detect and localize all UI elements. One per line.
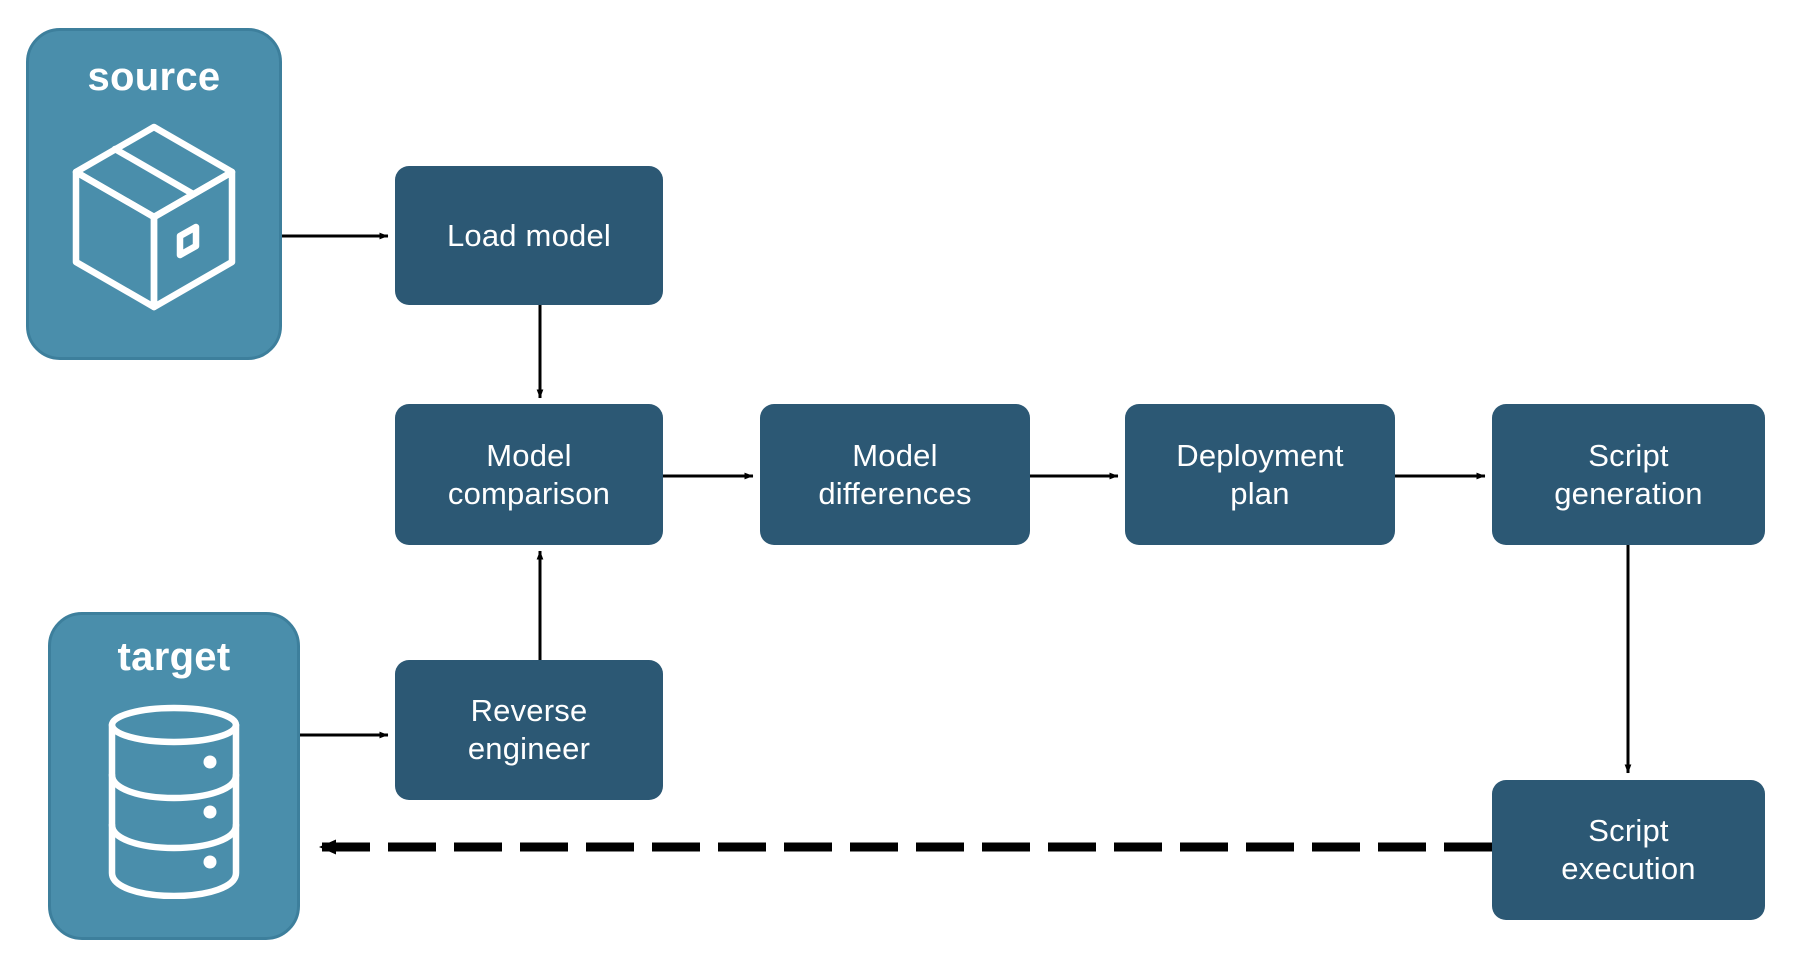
endpoint-source[interactable]: source [26, 28, 282, 360]
package-box-icon [64, 115, 244, 330]
node-reverse-engineer[interactable]: Reverse engineer [395, 660, 663, 800]
node-load-model[interactable]: Load model [395, 166, 663, 305]
node-script-generation[interactable]: Script generation [1492, 404, 1765, 545]
endpoint-target[interactable]: target [48, 612, 300, 940]
node-model-comparison[interactable]: Model comparison [395, 404, 663, 545]
endpoint-source-label: source [87, 55, 221, 99]
database-cylinder-icon [94, 699, 254, 904]
endpoint-target-label: target [117, 635, 231, 679]
node-script-execution[interactable]: Script execution [1492, 780, 1765, 920]
node-deployment-plan[interactable]: Deployment plan [1125, 404, 1395, 545]
node-model-differences[interactable]: Model differences [760, 404, 1030, 545]
